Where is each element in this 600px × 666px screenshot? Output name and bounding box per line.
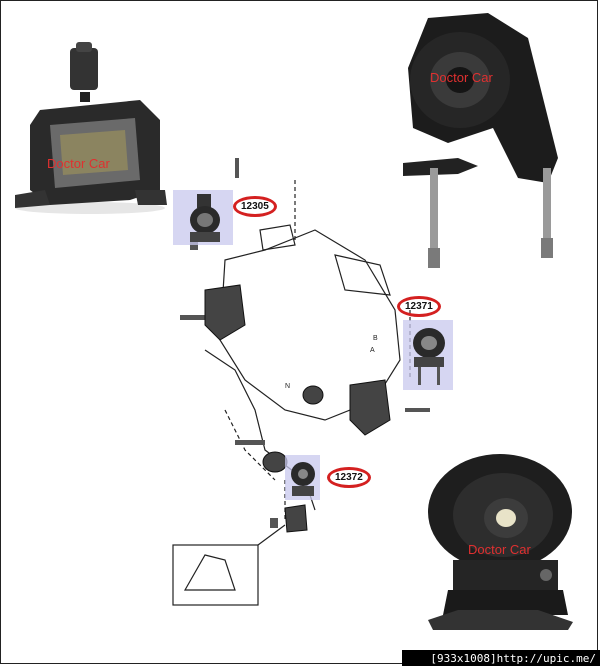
diagram-letter-n: N xyxy=(285,383,290,390)
footer-dimensions: [933x1008] xyxy=(430,651,497,665)
watermark-bottom-right: Doctor Car xyxy=(468,542,531,557)
image-host-footer: [933x1008] http://upic.me/ xyxy=(402,650,600,666)
diagram-letter-b: B xyxy=(373,335,378,342)
mount-12371-icon xyxy=(413,328,445,385)
engine-mount-photo-top-left xyxy=(15,42,167,214)
diagram-letter-a: A xyxy=(370,347,375,354)
mount-12305-icon xyxy=(190,194,220,242)
part-number-12371: 12371 xyxy=(397,296,441,317)
footer-url[interactable]: http://upic.me/ xyxy=(496,651,596,665)
watermark-top-left: Doctor Car xyxy=(47,156,110,171)
engine-mount-photo-top-right xyxy=(403,13,558,268)
mount-12372-icon xyxy=(291,462,315,496)
part-number-12305: 12305 xyxy=(233,196,277,217)
watermark-top-right: Doctor Car xyxy=(430,70,493,85)
part-number-12372: 12372 xyxy=(327,467,371,488)
engine-mount-exploded-diagram: A B N xyxy=(172,158,430,606)
engine-mount-photo-bottom-right xyxy=(428,454,573,630)
